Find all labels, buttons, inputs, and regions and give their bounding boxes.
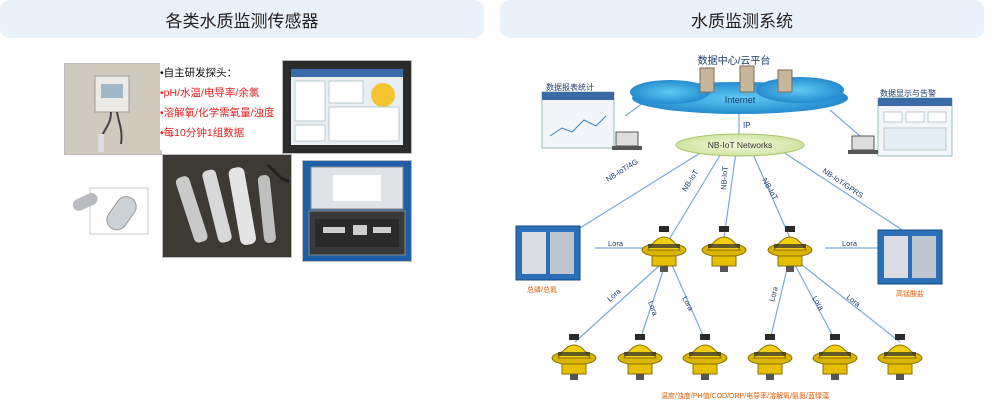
server-icon [699, 65, 793, 93]
left-station-caption: 总磷/总氮 [527, 285, 557, 294]
nbiot-networks-label: NB-IoT Networks [708, 140, 773, 150]
network-links [574, 97, 911, 343]
station-cabinet-right: 高锰酸盐 [877, 229, 943, 298]
buoy-sensor-icon [877, 334, 923, 380]
link-label-nbiot-gprs: NB-IoT/GPRS [821, 166, 865, 200]
system-diagram: Internet 数据中心/云平台 IP NB-IoT Networks 数据报… [515, 54, 953, 400]
data-center-label: 数据中心/云平台 [698, 54, 771, 67]
buoy-sensor-icon [617, 334, 663, 380]
buoy-group [551, 226, 923, 380]
link-label-lora: Lora [842, 239, 858, 248]
ip-label: IP [743, 121, 751, 130]
feature-item: •溶解氧/化学需氧量/浊度 [160, 107, 275, 119]
link-label-lora: Lora [608, 239, 624, 248]
link-label-nbiot: NB-IoT [719, 165, 730, 190]
link-label-nbiot-4g: NB-IoT/4G [604, 157, 639, 184]
alarm-screen: 数据显示与告警 [848, 88, 953, 157]
feature-item: •自主研发探头： [160, 67, 238, 79]
monitor-screen-photo [282, 60, 412, 154]
feature-item: •每10分钟1组数据 [160, 127, 245, 139]
link-label-lora: Lora [767, 285, 780, 303]
link-label-nbiot: NB-IoT [680, 168, 700, 193]
right-station-caption: 高锰酸盐 [896, 289, 924, 298]
left-panel-title: 各类水质监测传感器 [0, 0, 484, 38]
buoy-sensor-icon [812, 334, 858, 380]
link-label-lora: Lora [845, 292, 863, 309]
buoy-sensor-icon [747, 334, 793, 380]
station-cabinet-left: 总磷/总氮 [515, 225, 581, 294]
right-panel-title: 水质监测系统 [500, 0, 984, 38]
alarm-label: 数据显示与告警 [880, 88, 936, 98]
white-probe-photo [66, 176, 160, 254]
wall-sensor-photo [64, 63, 162, 155]
link-label-nbiot: NB-IoT [760, 177, 780, 202]
internet-label: Internet [725, 95, 756, 105]
buoy-sensor-icon [767, 226, 813, 272]
report-label: 数据报表统计 [546, 82, 594, 92]
report-screen: 数据报表统计 [541, 82, 642, 150]
feature-item: •pH/水温/电导率/余氯 [160, 87, 260, 99]
link-label-lora: Lora [680, 295, 695, 313]
buoy-sensor-icon [682, 334, 728, 380]
internet-cloud: Internet [630, 77, 848, 114]
buoy-sensor-icon [641, 226, 687, 272]
buoy-sensor-icon [701, 226, 747, 272]
sensor-features-list: •自主研发探头： •pH/水温/电导率/余氯 •溶解氧/化学需氧量/浊度 •每1… [160, 63, 280, 150]
carrying-case-photo [302, 160, 412, 262]
link-label-lora: Lora [810, 294, 826, 312]
buoy-sensor-icon [551, 334, 597, 380]
nbiot-cloud: NB-IoT Networks [675, 133, 805, 157]
sensor-parameters-caption: 温度/浊度/PH值/COD/ORP/电导率/溶解氧/氨氮/蓝绿藻 [661, 391, 829, 400]
metal-probes-photo [162, 154, 292, 258]
